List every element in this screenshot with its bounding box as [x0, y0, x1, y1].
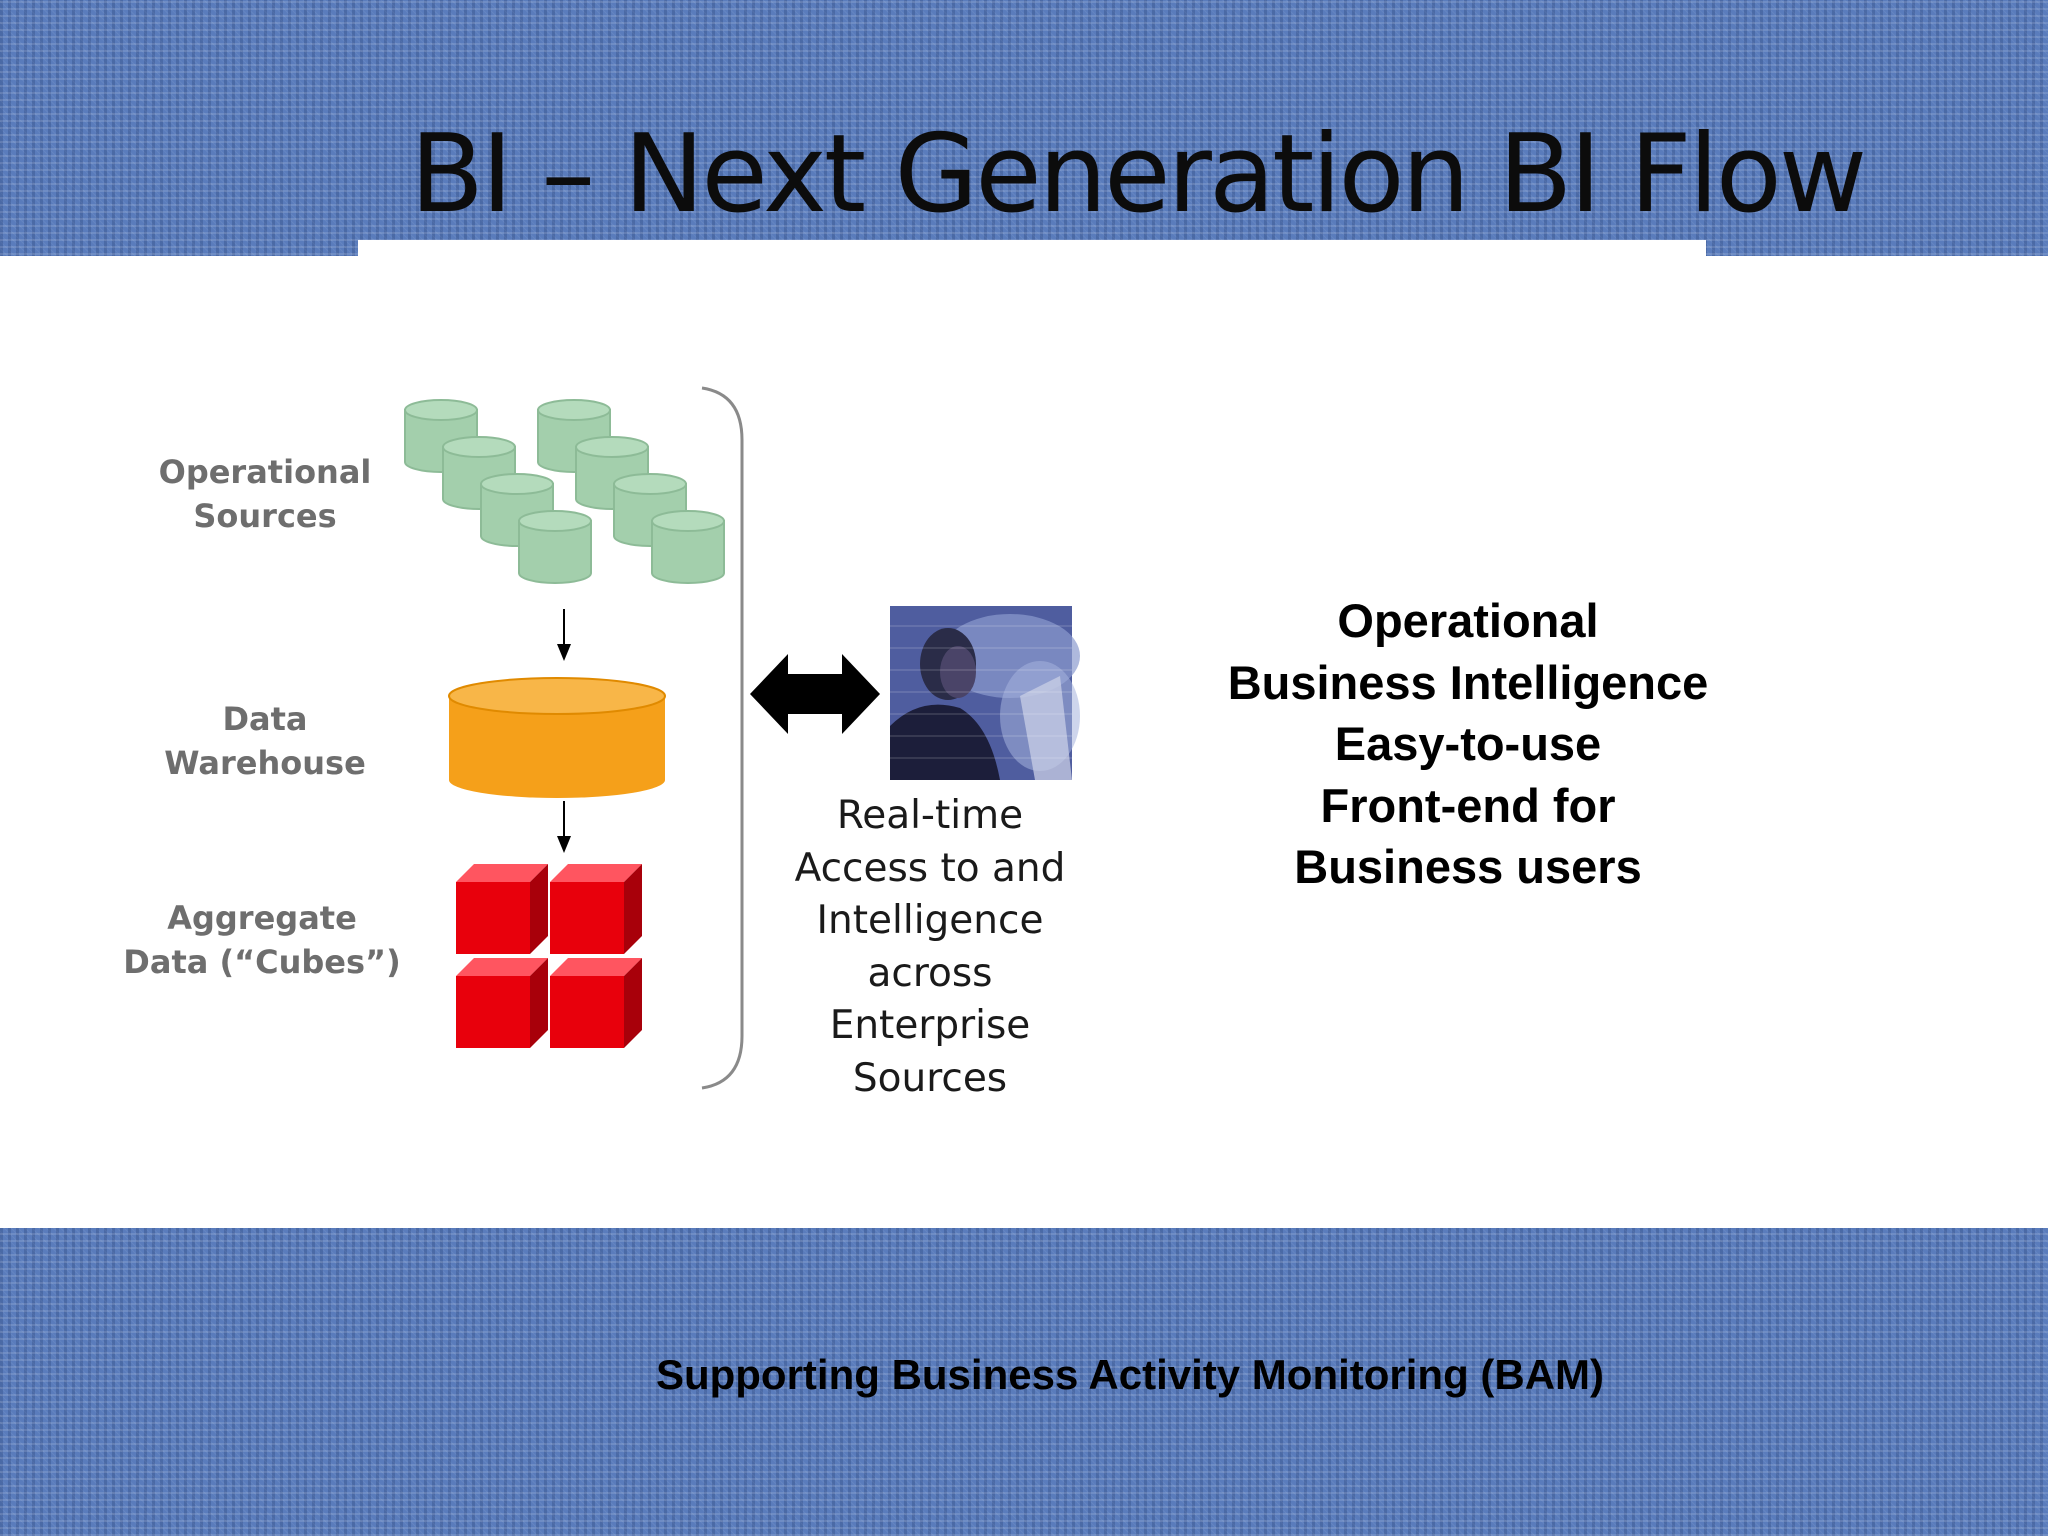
- bidirectional-arrow-icon: [750, 654, 880, 734]
- operational-source-db-icon: [404, 399, 725, 584]
- flow-down-arrow-icon: [557, 609, 571, 661]
- business-user-photo: [890, 606, 1080, 780]
- data-warehouse-label: Data Warehouse: [164, 700, 366, 782]
- slide-title: BI – Next Generation BI Flow: [410, 112, 1867, 237]
- aggregate-cubes-icon: [456, 864, 642, 1048]
- data-warehouse-icon: [448, 677, 666, 798]
- title-underline: [358, 240, 1706, 256]
- aggregate-data-label: Aggregate Data (“Cubes”): [123, 899, 401, 981]
- slide-footer: Supporting Business Activity Monitoring …: [655, 1351, 1605, 1398]
- bi-flow-diagram: [404, 386, 1080, 1090]
- operational-bi-callout: Operational Business Intelligence Easy-t…: [1227, 594, 1709, 893]
- operational-sources-label: Operational Sources: [158, 453, 372, 535]
- realtime-access-text: Real-time Access to and Intelligence acr…: [794, 793, 1066, 1101]
- flow-down-arrow-icon: [557, 801, 571, 853]
- group-bracket: [701, 386, 744, 1090]
